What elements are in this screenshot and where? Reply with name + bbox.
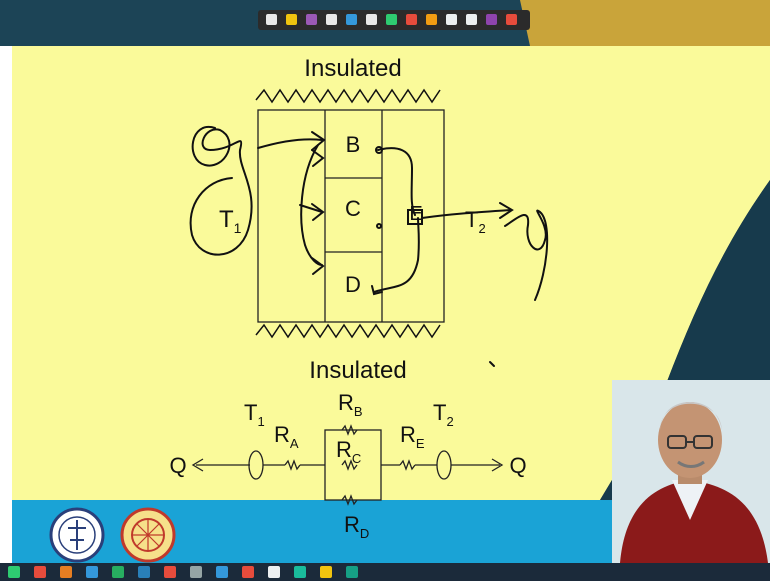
handwritten-annotations [189,125,549,367]
taskbar-app-icon[interactable] [164,566,176,578]
heat-q-right-label: Q [509,453,526,478]
resistor-rb [341,424,358,436]
resistor-rb-label: RB [338,390,363,419]
block-c-label: C [345,196,361,221]
circuit-arrow-left [191,458,204,472]
taskbar-app-icon[interactable] [86,566,98,578]
slide-canvas [12,46,770,500]
color-icon[interactable] [486,14,497,25]
pen-icon[interactable] [266,14,277,25]
resistor-re-label: RE [400,422,425,451]
heat-sink-loop [504,209,549,301]
eraser-icon[interactable] [426,14,437,25]
resistor-ra [284,459,301,471]
temp-t2-label: T2 [465,207,486,236]
heat-flow-arrowhead-out [499,202,514,219]
resistor-rd [341,494,358,506]
temp-t1-label: T1 [219,206,242,236]
taskbar-app-icon[interactable] [112,566,124,578]
taskbar-app-icon[interactable] [190,566,202,578]
taskbar-app-icon[interactable] [8,566,20,578]
block-d-label: D [345,272,361,297]
heat-branch-curve [300,144,323,266]
pointer-icon[interactable] [446,14,457,25]
heat-merge-arrowhead-d [371,285,383,296]
heat-branch-arrowhead-c [311,203,325,221]
taskbar-app-icon[interactable] [216,566,228,578]
resistor-rc-label: RC [336,437,361,466]
slide-gold-band [520,0,770,46]
block-b-label: B [346,132,361,157]
resistor-rc [341,459,358,471]
heat-source-loop [189,125,253,256]
heat-flow-arrow-in [257,138,323,149]
resistor-rd-label: RD [344,512,369,541]
pen-icon[interactable] [326,14,337,25]
taskbar-app-icon[interactable] [138,566,150,578]
circuit-t1-label: T1 [244,400,265,429]
text-icon[interactable] [366,14,377,25]
insulation-bottom-hatch [255,323,441,339]
insulated-bottom-label: Insulated [309,357,406,384]
taskbar-app-icon[interactable] [294,566,306,578]
annotation-toolbar[interactable] [258,10,530,30]
heat-branch-arrowhead-b [311,149,325,167]
heat-merge-from-d [373,217,420,293]
block-e-label: E [409,203,422,225]
close-icon[interactable] [506,14,517,25]
taskbar-app-icon[interactable] [346,566,358,578]
pen-icon[interactable] [286,14,297,25]
taskbar-app-icon[interactable] [320,566,332,578]
pen-icon[interactable] [346,14,357,25]
heat-branch-to-c [299,204,323,213]
circuit-t2-label: T2 [433,400,454,429]
taskbar-app-icon[interactable] [60,566,72,578]
stray-ink-mark [489,361,495,367]
taskbar [0,563,770,581]
presenter-video [612,380,770,563]
circuit-arrow-right [491,458,504,472]
resistor-ra-label: RA [274,422,299,451]
heat-branch-arrowhead-d [311,257,325,275]
heat-merge-from-b [377,147,416,216]
highlighter-icon[interactable] [306,14,317,25]
institute-logo [49,507,105,563]
taskbar-app-icon[interactable] [268,566,280,578]
left-window-edge [0,46,12,566]
pen-icon[interactable] [406,14,417,25]
resistor-re [399,459,416,471]
thermal-circuit [191,424,504,506]
insulation-top-hatch [255,88,441,104]
pen-icon[interactable] [386,14,397,25]
taskbar-app-icon[interactable] [242,566,254,578]
nptel-logo [120,507,176,563]
node-c [376,223,382,229]
insulated-top-label: Insulated [304,55,401,82]
pointer-icon[interactable] [466,14,477,25]
node-b [375,146,383,154]
block-e-box [407,209,423,225]
heat-flow-arrow-out [421,209,511,219]
taskbar-app-icon[interactable] [34,566,46,578]
heat-q-left-label: Q [169,453,186,478]
